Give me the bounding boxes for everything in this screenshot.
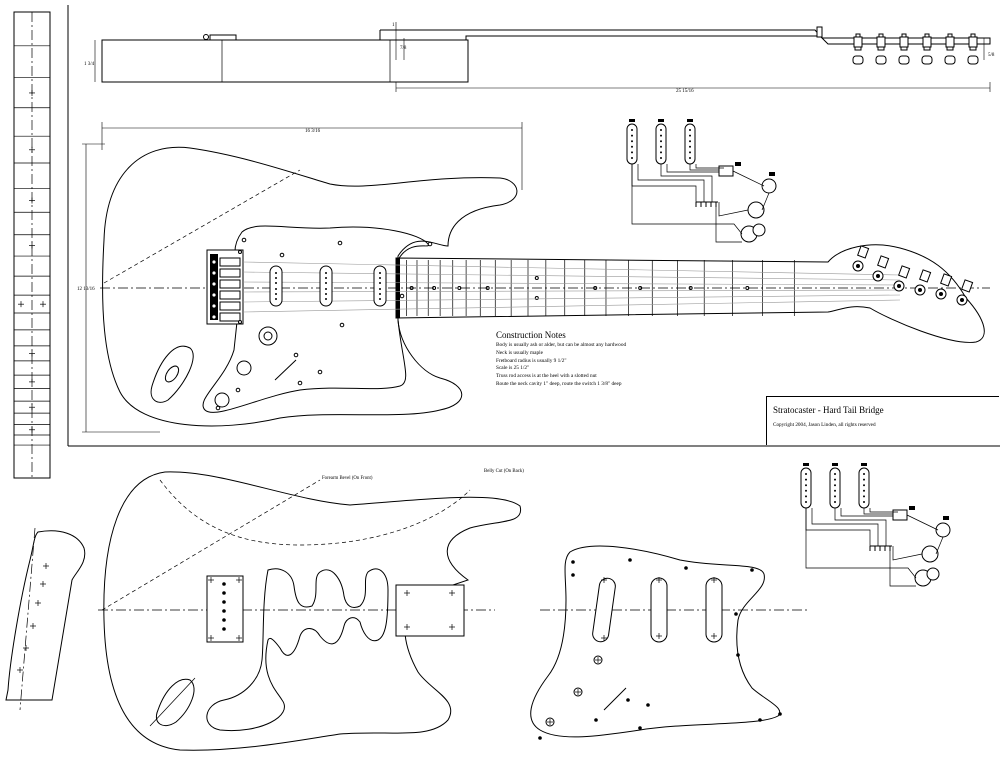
body-width-dim: 12 13/16: [77, 287, 95, 292]
pickup-middle: [319, 265, 333, 307]
pickup-bridge: [269, 265, 283, 307]
drawing-title: Stratocaster - Hard Tail Bridge: [773, 405, 884, 415]
input-jack: [150, 345, 194, 403]
fretboard-template: [13, 11, 51, 479]
drawing-frame: [67, 5, 1000, 447]
body-routing-template: [98, 471, 522, 751]
note-line: Neck is usually maple: [496, 349, 543, 356]
side-profile: 25 15/16 1 3/4 1 7/8 5/8: [84, 22, 995, 94]
notes-heading: Construction Notes: [496, 330, 566, 340]
wiring-diagram-bottom: [800, 463, 951, 587]
body-thickness-dim: 1 3/4: [84, 62, 95, 67]
neck-heel-dim: 1: [392, 23, 395, 28]
body-length-dim: 16 3/16: [305, 129, 321, 134]
pickup-selector: [274, 359, 297, 381]
forearm-bevel-label: Forearm Bevel (On Front): [322, 476, 373, 481]
hardtail-bridge: [206, 249, 244, 325]
note-line: Truss rod access is at the heel with a s…: [496, 373, 597, 380]
tone-knob: [236, 360, 252, 376]
note-line: Route the neck cavity 1" deep, route the…: [496, 380, 622, 387]
construction-notes: Construction Notes Body is usually ash o…: [496, 330, 746, 389]
neck-length-dim: 25 15/16: [676, 89, 694, 94]
body-top-view: 16 3/16 12 13/16: [77, 122, 990, 433]
tone-knob-2: [214, 392, 230, 408]
pickguard-template: [530, 545, 808, 740]
note-line: Body is usually ash or alder, but can be…: [496, 342, 627, 348]
headstock-template: [5, 527, 86, 711]
note-line: Scale is 25 1/2": [496, 365, 530, 372]
headstock-thickness-dim: 5/8: [988, 53, 995, 58]
pickup-neck: [373, 265, 387, 307]
title-block: Stratocaster - Hard Tail Bridge Copyrigh…: [766, 396, 999, 445]
wiring-diagram-top: [626, 119, 777, 243]
note-line: Fretboard radius is usually 9 1/2": [496, 357, 567, 364]
belly-cut-label: Belly Cut (On Back): [484, 469, 524, 474]
neck-depth-dim: 7/8: [400, 46, 407, 51]
copyright-text: Copyright 2004, Jason Linden, all rights…: [773, 422, 876, 428]
